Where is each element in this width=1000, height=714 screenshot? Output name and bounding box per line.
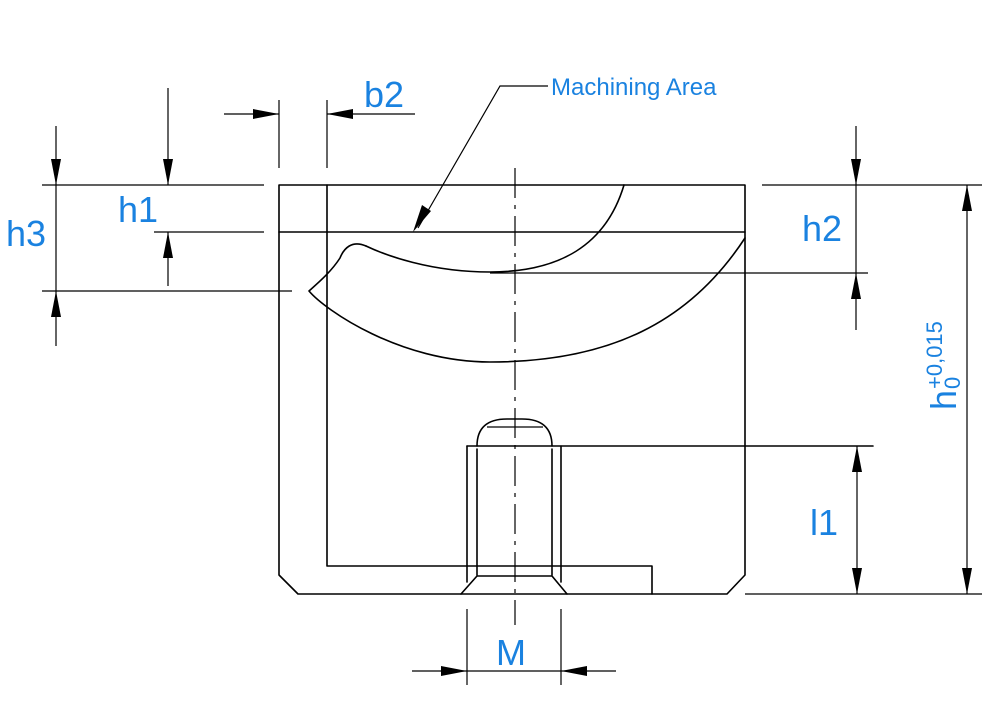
- threaded-bore: [460, 418, 874, 595]
- label-tol-lower: 0: [940, 377, 965, 389]
- dimension-arrows: [51, 85, 972, 676]
- part-outline: [278, 184, 746, 595]
- label-h-tolerance: h +0,015 0: [922, 321, 965, 410]
- label-b2: b2: [364, 74, 404, 115]
- label-h3: h3: [6, 213, 46, 254]
- label-h1: h1: [118, 189, 158, 230]
- label-l1: l1: [810, 502, 838, 543]
- dimension-labels: Machining Area b2 h1 h3 h2 l1 M h +0,015…: [6, 74, 965, 673]
- label-machining-area: Machining Area: [551, 74, 717, 101]
- label-h2: h2: [802, 208, 842, 249]
- label-m: M: [496, 632, 526, 673]
- label-h: h: [923, 390, 964, 410]
- machining-curves: [308, 184, 868, 363]
- extension-lines: [42, 100, 982, 685]
- label-tol-upper: +0,015: [922, 321, 947, 389]
